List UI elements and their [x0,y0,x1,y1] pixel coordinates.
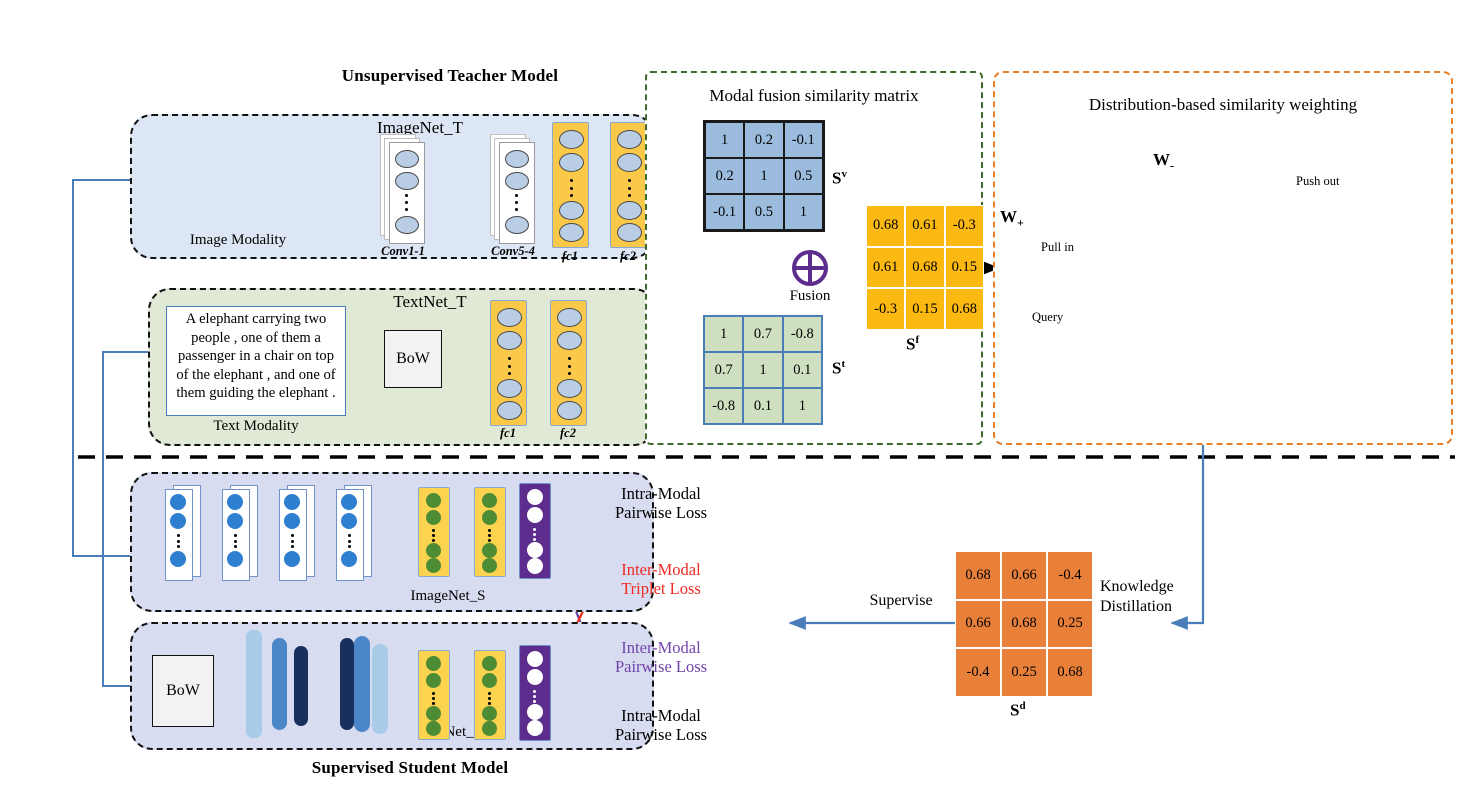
student-model-title: Supervised Student Model [311,758,509,777]
matrix-cell: 1 [705,122,745,158]
fusion-label: Fusion [789,288,831,304]
push-out-label: Push out [1296,174,1340,188]
teacher-image-fc1-label: fc1 [562,249,578,263]
imagenet-s-label: ImageNet_S [410,588,486,604]
distribution-weighting-title: Distribution-based similarity weighting [1088,95,1358,114]
student-text-fc2 [474,650,506,740]
matrix-cell: -0.4 [1047,551,1093,600]
matrix-st-label: St [832,358,846,378]
teacher-text-fc1 [490,300,527,426]
matrix-sd-label: Sd [1010,700,1026,720]
student-bow-block: BoW [152,655,214,727]
modal-fusion-title: Modal fusion similarity matrix [709,86,919,105]
w-minus-label: W- [1153,150,1174,173]
student-image-branch-panel [130,472,654,612]
conv1-label: Conv1-1 [381,244,425,258]
matrix-cell: 0.68 [955,551,1001,600]
teacher-image-fc2-label: fc2 [620,249,636,263]
matrix-cell: 0.1 [743,388,783,424]
matrix-cell: 0.1 [782,352,822,388]
matrix-cell: 1 [744,158,784,194]
matrix-cell: 0.68 [866,205,906,247]
loss-label-1: Inter-Modal Triplet Loss [621,560,701,599]
distribution-weighting-panel [993,71,1453,445]
conv5-label: Conv5-4 [491,244,535,258]
w-plus-label: W+ [1000,207,1024,230]
teacher-text-fc1-label: fc1 [500,426,516,440]
matrix-cell: 0.66 [955,599,1001,649]
student-text-fc1 [418,650,450,740]
conv5-stack [490,134,536,244]
conv1-stack [380,134,426,244]
student-conv-col-3 [279,485,321,581]
matrix-cell: 0.61 [905,205,945,247]
matrix-cell: 0.5 [783,158,823,194]
matrix-cell: 0.68 [944,288,984,330]
matrix-cell: 1 [743,352,783,388]
loss-label-0: Intra-Modal Pairwise Loss [614,484,708,523]
student-conv-col-1 [165,485,207,581]
matrix-cell: 0.7 [704,352,744,388]
image-modality-label: Image Modality [189,232,287,248]
fusion-operator-icon [790,248,830,288]
student-text-embedding [519,645,551,741]
teacher-bow-label: BoW [396,350,430,367]
matrix-cell: -0.1 [783,122,823,158]
matrix-cell: 0.7 [743,316,783,352]
loss-label-3: Intra-Modal Pairwise Loss [614,706,708,745]
text-modality-label: Text Modality [213,418,299,434]
matrix-sf-label: Sf [906,334,920,354]
teacher-image-fc2 [610,122,647,248]
matrix-cell: -0.3 [944,205,984,247]
teacher-text-fc2 [550,300,587,426]
teacher-bow-block: BoW [384,330,442,388]
matrix-cell: -0.4 [955,648,1001,697]
matrix-cell: 0.61 [866,246,906,289]
matrix-cell: -0.1 [705,194,745,230]
text-modality-caption: A elephant carrying two people , one of … [166,306,346,416]
matrix-cell: -0.8 [782,316,822,352]
student-image-embedding [519,483,551,579]
matrix-cell: 0.25 [1001,648,1047,697]
matrix-cell: 1 [783,194,823,230]
matrix-cell: 0.15 [905,288,945,330]
student-image-fc2 [474,487,506,577]
matrix-cell: 0.5 [744,194,784,230]
matrix-sv-label: Sv [832,168,847,188]
matrix-cell: 0.66 [1001,551,1047,600]
matrix-cell: 1 [704,316,744,352]
matrix-cell: 1 [782,388,822,424]
supervise-label: Supervise [869,592,933,609]
matrix-cell: 0.68 [1047,648,1093,697]
matrix-cell: -0.8 [704,388,744,424]
matrix-cell: 0.68 [1001,599,1047,649]
student-text-branch-panel [130,622,654,750]
matrix-cell: -0.3 [866,288,906,330]
matrix-cell: 0.2 [744,122,784,158]
query-label: Query [1032,310,1064,324]
lstm-block [246,630,388,738]
matrix-cell: 0.68 [905,246,945,289]
teacher-model-title: Unsupervised Teacher Model [341,66,559,85]
matrix-cell: 0.2 [705,158,745,194]
loss-label-2: Inter-Modal Pairwise Loss [614,638,708,677]
matrix-cell: 0.25 [1047,599,1093,649]
student-conv-col-2 [222,485,264,581]
matrix-cell: 0.15 [944,246,984,289]
student-image-fc1 [418,487,450,577]
pull-in-label: Pull in [1041,240,1074,254]
imagenet-t-label: ImageNet_T [377,118,463,137]
textnet-t-label: TextNet_T [393,292,467,311]
teacher-text-fc2-label: fc2 [560,426,576,440]
student-bow-label: BoW [166,682,200,699]
knowledge-distillation-label: Knowledge Distillation [1100,578,1174,615]
teacher-image-fc1 [552,122,589,248]
student-conv-col-4 [336,485,378,581]
